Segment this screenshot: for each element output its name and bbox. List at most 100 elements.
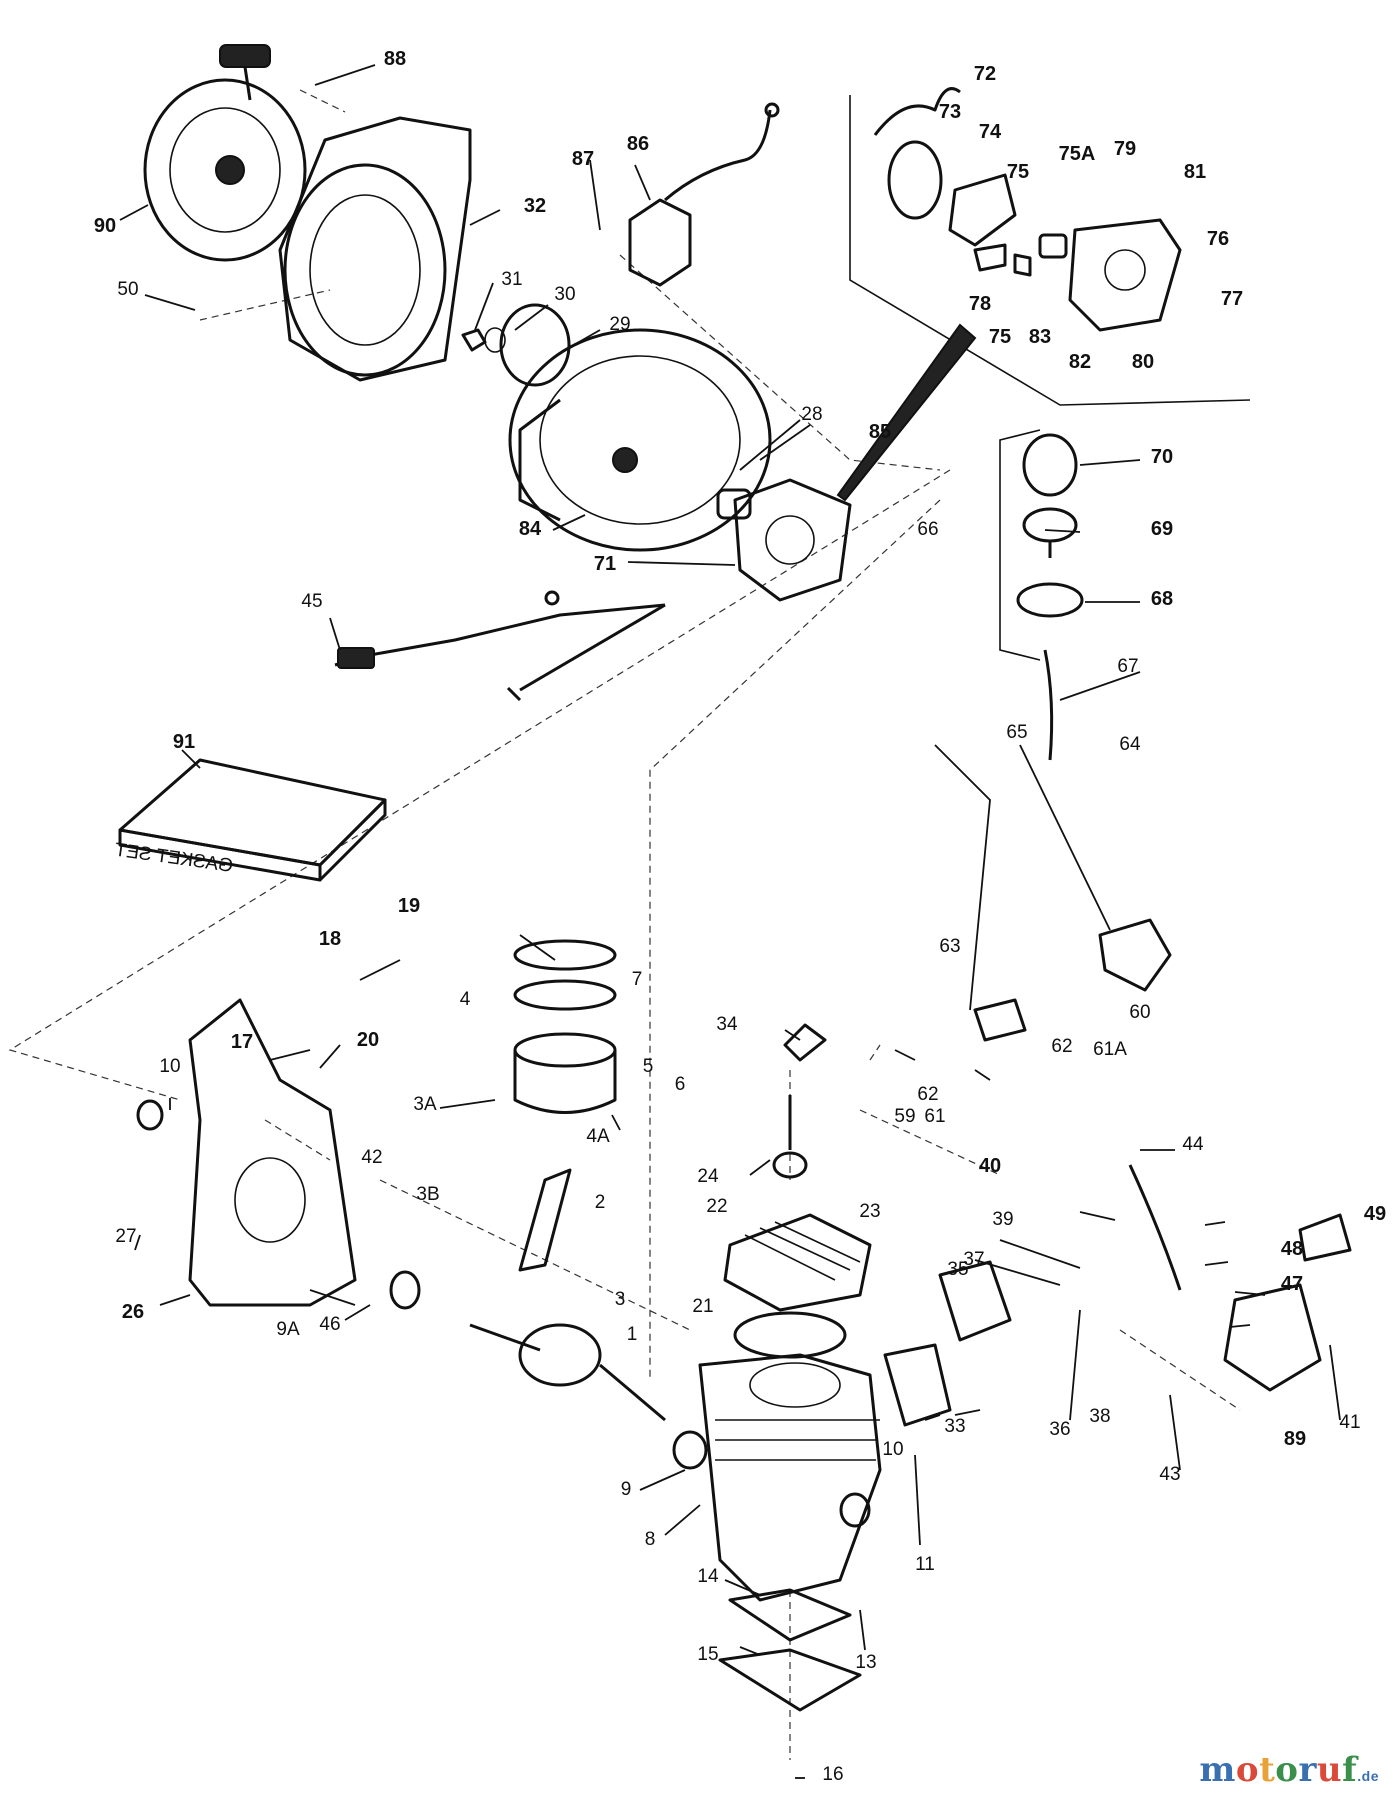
part-number-label: 26	[122, 1301, 144, 1323]
part-number-label: 62	[917, 1084, 938, 1105]
spark-plug	[772, 1095, 808, 1179]
connecting-rod	[518, 1168, 572, 1272]
cylinder-block	[698, 1353, 882, 1602]
part-number-label: 10	[159, 1056, 180, 1077]
part-number-label: 68	[1151, 588, 1173, 610]
brand-letter: t	[1259, 1750, 1276, 1790]
bottom-gasket	[728, 1588, 852, 1642]
part-number-label: 35	[947, 1259, 968, 1280]
part-number-label: 69	[1151, 518, 1173, 540]
part-number-label: 9	[621, 1479, 632, 1500]
brand-letter: r	[1298, 1750, 1317, 1790]
part-number-label: 31	[501, 269, 522, 290]
part-number-label: 47	[1281, 1273, 1303, 1295]
part-number-label: 61	[924, 1106, 945, 1127]
carburetor	[1223, 1213, 1352, 1392]
part-number-label: 3	[615, 1289, 626, 1310]
part-number-label: 88	[384, 48, 406, 70]
breaker-cam	[716, 488, 752, 520]
part-number-label: 79	[1114, 138, 1136, 160]
part-number-label: 63	[939, 936, 960, 957]
flywheel-nut	[461, 328, 487, 352]
part-number-label: 60	[1129, 1002, 1150, 1023]
part-number-label: 71	[594, 553, 616, 575]
part-number-label: 61A	[1093, 1039, 1127, 1060]
part-number-label: 10	[882, 1439, 903, 1460]
part-number-label: 78	[969, 293, 991, 315]
part-number-label: 67	[1117, 656, 1138, 677]
main-bearing	[389, 1270, 421, 1310]
piston-and-rings	[513, 939, 617, 1114]
brand-suffix: .de	[1357, 1768, 1379, 1784]
part-number-label: 19	[398, 895, 420, 917]
part-number-label: 66	[917, 519, 938, 540]
part-number-label: 43	[1159, 1464, 1180, 1485]
part-number-label: 86	[627, 133, 649, 155]
oil-seal-9	[672, 1430, 708, 1470]
muffler	[1098, 918, 1172, 992]
part-number-label: 75	[1007, 161, 1029, 183]
part-number-label: 45	[301, 591, 322, 612]
part-number-label: 40	[979, 1155, 1001, 1177]
part-number-label: 1	[627, 1324, 638, 1345]
brand-letter: f	[1342, 1750, 1358, 1790]
part-number-label: 84	[519, 518, 542, 540]
recoil-starter	[143, 44, 307, 262]
part-number-label: 24	[697, 1166, 719, 1187]
spark-plug-boot	[783, 1023, 827, 1062]
part-number-label: 15	[697, 1644, 718, 1665]
bottom-cover	[718, 1648, 862, 1712]
governor-assembly	[1016, 433, 1084, 761]
part-number-label: 9A	[276, 1319, 300, 1340]
part-number-label: 42	[361, 1147, 382, 1168]
part-number-label: 21	[692, 1296, 713, 1317]
part-number-label: 62	[1051, 1036, 1072, 1057]
carburetor-bracket	[999, 429, 1041, 661]
part-number-label: 18	[319, 928, 341, 950]
part-number-label: 72	[974, 63, 996, 85]
part-number-label: 49	[1364, 1203, 1386, 1225]
part-number-label: 37	[963, 1249, 984, 1270]
part-number-label: 27	[115, 1226, 136, 1247]
brand-letter: u	[1316, 1750, 1343, 1790]
part-number-label: 82	[1069, 351, 1091, 373]
flywheel	[508, 328, 772, 552]
part-number-label: 80	[1132, 351, 1154, 373]
part-number-label: 22	[706, 1196, 727, 1217]
part-number-label: 41	[1339, 1412, 1360, 1433]
part-number-label: 39	[992, 1209, 1013, 1230]
part-number-label: 46	[319, 1314, 340, 1335]
part-number-label: 6	[675, 1074, 686, 1095]
part-number-label: 87	[572, 148, 594, 170]
cylinder-head	[723, 1213, 872, 1312]
part-number-label: 75A	[1059, 143, 1096, 165]
part-number-label: 64	[1119, 734, 1141, 755]
part-number-label: 44	[1182, 1134, 1204, 1155]
part-number-label: 36	[1049, 1419, 1070, 1440]
breaker-detail-parts	[873, 87, 1182, 332]
part-number-label: 59	[894, 1106, 915, 1127]
brand-letter: m	[1199, 1750, 1236, 1790]
part-number-label: 50	[117, 279, 138, 300]
gasket-set-text: GASKET SET	[113, 840, 234, 877]
breaker-assembly	[733, 478, 852, 602]
part-number-label: 2	[595, 1192, 606, 1213]
fuel-line	[1128, 1164, 1182, 1291]
breaker-pointer-arrow	[836, 323, 977, 502]
part-number-label: 23	[859, 1201, 880, 1222]
crankcase-cover	[188, 998, 357, 1307]
part-number-label: 81	[1184, 161, 1206, 183]
part-number-label: 16	[822, 1764, 843, 1785]
blower-housing	[278, 116, 472, 382]
brand-watermark: motoruf.de	[1199, 1750, 1379, 1790]
part-number-label: 20	[357, 1029, 379, 1051]
oil-seal-10	[839, 1492, 871, 1528]
part-number-label: 33	[944, 1416, 965, 1437]
part-number-label: 30	[554, 284, 575, 305]
part-number-label: 28	[801, 404, 822, 425]
ignition-coil	[628, 102, 780, 287]
part-number-label: 77	[1221, 288, 1243, 310]
gasket-set-box: GASKET SET	[113, 758, 387, 882]
part-number-label: 83	[1029, 326, 1051, 348]
